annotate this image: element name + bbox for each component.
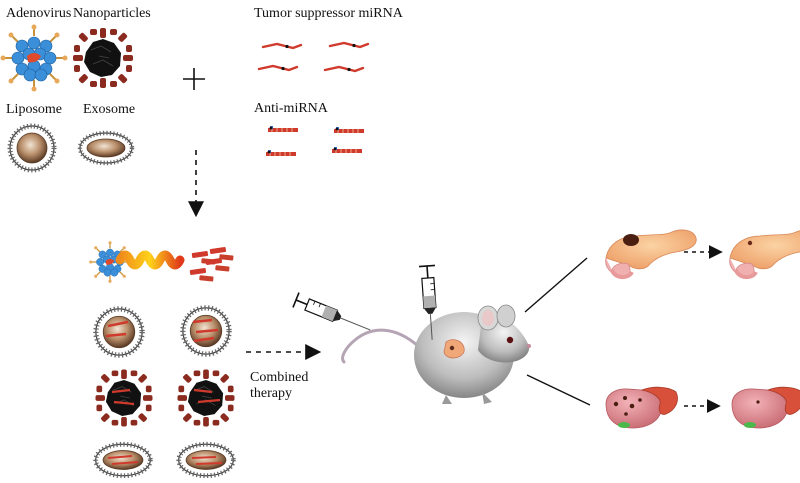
label-exosome: Exosome xyxy=(83,102,135,117)
label-combined: Combined xyxy=(250,370,308,385)
pancreas-tumor-icon xyxy=(606,230,697,277)
connector-pancreas xyxy=(525,258,587,312)
tumor-suppressor-mirna-strands xyxy=(259,43,368,71)
connector-liver xyxy=(527,375,590,405)
liposome-icon xyxy=(10,126,54,170)
label-therapy: therapy xyxy=(250,386,292,401)
exosome-loaded-left xyxy=(96,444,151,476)
free-rna-fragments xyxy=(190,247,234,282)
liposome-loaded-left xyxy=(96,309,142,355)
syringe-tail-icon xyxy=(293,293,373,338)
label-nanoparticles: Nanoparticles xyxy=(73,6,151,21)
label-tumor-suppressor-mirna: Tumor suppressor miRNA xyxy=(254,6,404,21)
label-anti-mirna: Anti-miRNA xyxy=(254,101,329,116)
adenovirus-mirna-construct xyxy=(89,241,180,283)
mouse-illustration xyxy=(343,305,531,404)
label-liposome: Liposome xyxy=(6,102,62,117)
exosome-loaded-right xyxy=(179,444,234,476)
liposome-loaded-right xyxy=(183,308,229,354)
exosome-icon xyxy=(80,133,132,163)
liver-metastasis-icon xyxy=(606,387,678,428)
plus-icon xyxy=(183,68,205,90)
anti-mirna-duplexes xyxy=(266,126,364,156)
nanoparticle-loaded-right xyxy=(178,370,235,427)
nanoparticle-icon xyxy=(73,28,133,88)
label-adenovirus: Adenovirus xyxy=(6,6,71,21)
liver-treated-icon xyxy=(732,387,800,428)
adenovirus-icon xyxy=(1,25,68,92)
nanoparticle-loaded-left xyxy=(96,370,153,427)
pancreas-treated-icon xyxy=(730,230,800,277)
